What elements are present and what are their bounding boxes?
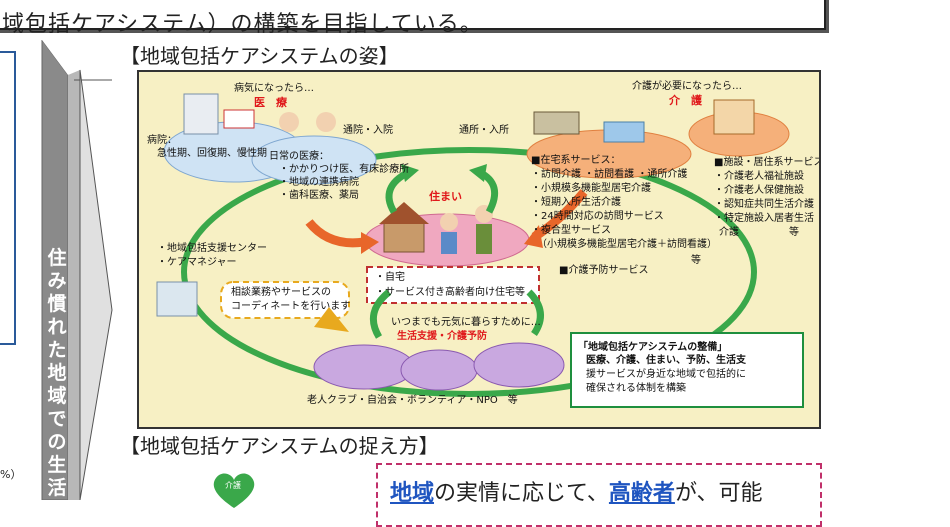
- home-service-item: ・小規模多機能型居宅介護: [531, 183, 651, 194]
- support-center-label: ・地域包括支援センター: [157, 243, 267, 254]
- center-building: [156, 281, 198, 317]
- home-types-box: [366, 266, 540, 304]
- facility-service-item: ・介護老人保健施設: [714, 185, 804, 196]
- intro-text-end: が、可能: [674, 481, 763, 506]
- arrow-char: 地: [47, 362, 67, 384]
- volunteer-area: [473, 342, 565, 388]
- daily-medical-item: ・かかりつけ医、有床診療所: [279, 164, 410, 175]
- consult-line-1: 相談業務やサービスの: [231, 287, 331, 298]
- bath-illustration: [603, 121, 645, 143]
- facility-service-item: ・介護老人福祉施設: [714, 171, 804, 182]
- prevention-service: ■介護予防サービス: [559, 265, 649, 276]
- arrow-char: 生: [47, 454, 67, 476]
- arrow-char: た: [47, 339, 67, 361]
- arrow-char: 域: [47, 385, 67, 407]
- house-illustration: [383, 221, 425, 253]
- care-need-label: 介護が必要になったら…: [632, 81, 742, 92]
- green-box-line: 医療、介護、住まい、予防、生活支: [586, 355, 746, 366]
- care-building: [713, 99, 755, 135]
- arrow-char: 活: [47, 477, 67, 499]
- arrow-char: 慣: [47, 293, 67, 315]
- home-service-item: ・訪問介護 ・訪問看護 ・通所介護: [531, 169, 688, 180]
- home-service-item: ・短期入所生活介護: [531, 197, 621, 208]
- community-groups-label: 老人クラブ・自治会・ボランティア・NPO 等: [307, 395, 518, 406]
- visit-label: 通院・入院: [343, 125, 393, 136]
- facility-service-item: 介護 等: [719, 227, 799, 238]
- top-banner: 域包括ケアシステム）の構築を目指している。: [0, 0, 826, 37]
- home-service-title: ■在宅系サービス：: [531, 155, 621, 166]
- keyword-region: 地域: [390, 481, 435, 506]
- daily-medical-title: 日常の医療：: [269, 151, 329, 162]
- medical-heading: 医 療: [254, 96, 287, 109]
- keyword-elderly: 高齢者: [608, 481, 675, 506]
- hospital-types: 急性期、回復期、慢性期: [157, 148, 267, 159]
- daycare-label: 通所・入所: [459, 125, 509, 136]
- heart-icon: 介護: [208, 470, 260, 510]
- hospital-building: [183, 93, 219, 135]
- green-box-line: 確保される体制を構築: [586, 383, 686, 394]
- green-box-line: 援サービスが身近な地域で包括的に: [586, 369, 746, 380]
- care-vehicle: [533, 111, 580, 135]
- club-area: [313, 344, 415, 390]
- doctor-figure: [279, 112, 299, 132]
- heart-label: 介護: [225, 481, 241, 490]
- home-service-item: （小規模多機能型居宅介護＋訪問看護）: [537, 239, 717, 250]
- banner-text: 域包括ケアシステム）の構築を目指している。: [2, 12, 483, 37]
- care-manager-label: ・ケアマネジャー: [157, 257, 237, 268]
- pharmacist-figure: [316, 112, 336, 132]
- daily-medical-area: [251, 135, 377, 185]
- arrow-char: 住: [47, 247, 67, 269]
- section-title-system: 【地域包括ケアシステムの姿】: [120, 44, 399, 68]
- home-type-own: ・自宅: [375, 272, 405, 283]
- regional-intro-text: 地域の実情に応じて、高齢者が、可能: [390, 475, 763, 507]
- left-percent-text: %）: [0, 468, 22, 481]
- vertical-arrow: [41, 40, 113, 500]
- arrow-char: の: [47, 431, 67, 453]
- intro-text-mid: の実情に応じて、: [434, 481, 609, 506]
- house-roof: [379, 202, 429, 224]
- elder-figure: [440, 213, 458, 231]
- facility-service-item: ・特定施設入居者生活: [714, 213, 814, 224]
- arrow-char: で: [47, 408, 67, 430]
- housing-heading: 住まい: [429, 190, 462, 203]
- figure-graphics: [156, 93, 790, 397]
- section-title-view: 【地域包括ケアシステムの捉え方】: [120, 434, 439, 458]
- daily-medical-item: ・歯科医療、薬局: [279, 190, 359, 201]
- sick-label: 病気になったら…: [234, 83, 314, 94]
- consult-line-2: コーディネートを行います: [231, 301, 351, 312]
- consult-box: [220, 281, 350, 319]
- system-development-box: 「地域包括ケアシステムの整備」 医療、介護、住まい、予防、生活支 援サービスが身…: [570, 332, 804, 408]
- hospital-label: 病院：: [147, 135, 177, 146]
- left-info-panel: [0, 51, 16, 345]
- ambulance: [223, 109, 255, 129]
- daily-medical-item: ・地域の連携病院: [279, 177, 359, 188]
- green-box-title: 「地域包括ケアシステムの整備」: [578, 342, 728, 353]
- facility-service-item: ・認知症共同生活介護: [714, 199, 814, 210]
- life-support-label: 生活支援・介護予防: [397, 331, 487, 342]
- healthy-living-label: いつまでも元気に暮らすために…: [391, 317, 541, 328]
- home-service-item: ・24時間対応の訪問サービス: [531, 211, 664, 222]
- home-type-elderly: ・サービス付き高齢者向け住宅等: [375, 287, 525, 298]
- arrow-char: み: [47, 270, 67, 292]
- care-system-figure: 病気になったら… 医 療 病院： 急性期、回復期、慢性期 日常の医療： ・かかり…: [137, 70, 821, 429]
- arrow-to-home-left: [305, 219, 365, 248]
- community-ring: [181, 147, 757, 397]
- regional-intro-box: 地域の実情に応じて、高齢者が、可能: [376, 463, 822, 527]
- home-service-etc: 等: [691, 255, 701, 266]
- care-heading: 介 護: [669, 94, 702, 107]
- home-service-item: ・複合型サービス: [531, 225, 611, 236]
- arrow-char: れ: [47, 316, 67, 338]
- facility-service-title: ■施設・居住系サービス: [714, 157, 821, 168]
